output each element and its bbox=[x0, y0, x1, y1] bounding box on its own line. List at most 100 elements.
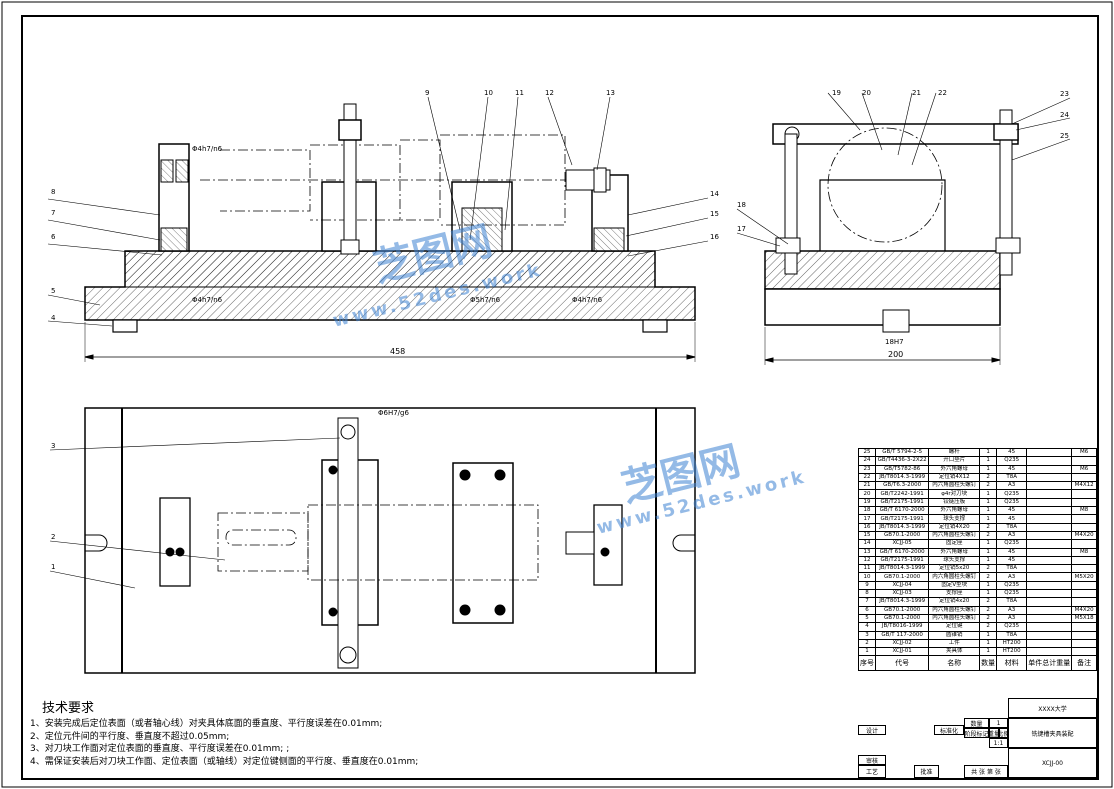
bom-cell bbox=[1026, 555, 1073, 566]
bom-cell: 1 bbox=[979, 589, 998, 599]
bom-cell: T8A bbox=[996, 522, 1028, 532]
bom-cell: 2 bbox=[979, 564, 998, 574]
bom-cell: GB70.1-2000 bbox=[874, 605, 930, 615]
bom-cell bbox=[1071, 472, 1097, 483]
bom-cell: 45 bbox=[996, 447, 1028, 458]
bom-cell: 1 bbox=[979, 489, 998, 499]
bom-cell: 球头支撑 bbox=[928, 555, 981, 566]
bom-cell: 1 bbox=[979, 580, 998, 591]
bom-cell: 螺杆 bbox=[928, 447, 981, 458]
bom-cell: Q235 bbox=[996, 622, 1028, 632]
bom-cell bbox=[1071, 589, 1097, 599]
balloon-4: 4 bbox=[51, 314, 56, 322]
bom-cell bbox=[1026, 481, 1073, 491]
bom-cell: 24 bbox=[858, 456, 876, 466]
bom-cell: A3 bbox=[996, 530, 1028, 541]
bom-cell: M5X20 bbox=[1071, 572, 1097, 582]
tech-line-1: 1、安装完成后定位表面（或者轴心线）对夹具体底面的垂直度、平行度误差在0.01m… bbox=[30, 719, 383, 729]
bom-cell: 14 bbox=[858, 539, 876, 549]
bom-cell: T8A bbox=[996, 564, 1028, 574]
bom-cell bbox=[1026, 464, 1073, 474]
tb-qty-value: 1 bbox=[989, 718, 1008, 728]
tb-weight-label: 重量 bbox=[989, 728, 999, 738]
tb-scale-value: 1:1 bbox=[989, 738, 1008, 748]
bom-cell bbox=[1071, 514, 1097, 524]
balloon-2: 2 bbox=[51, 533, 55, 541]
bom-cell bbox=[1071, 564, 1097, 574]
bom-cell: 21 bbox=[858, 481, 876, 491]
dim-side-width: 200 bbox=[888, 350, 903, 359]
fit-right: Φ4h7/n6 bbox=[572, 296, 603, 304]
tb-sheets: 共 张 第 张 bbox=[964, 765, 1008, 778]
bom-cell: 工件 bbox=[928, 638, 981, 649]
bom-cell bbox=[1071, 555, 1097, 566]
tech-title: 技术要求 bbox=[42, 701, 95, 716]
bom-cell: GB/T5782-86 bbox=[874, 464, 930, 474]
bom-cell: 定位销4X12 bbox=[928, 472, 981, 483]
balloon-7: 7 bbox=[51, 209, 55, 217]
bom-cell: GB/T 117-2000 bbox=[874, 630, 930, 640]
technical-requirements: 技术要求 1、安装完成后定位表面（或者轴心线）对夹具体底面的垂直度、平行度误差在… bbox=[30, 697, 470, 768]
tb-scale-label: 比例 bbox=[999, 728, 1008, 738]
bom-cell: GB/T2175-1991 bbox=[874, 514, 930, 524]
bom-cell: 13 bbox=[858, 547, 876, 557]
bom-cell bbox=[1026, 489, 1073, 499]
bom-cell: A3 bbox=[996, 481, 1028, 491]
bom-cell: JB/T8014.3-1999 bbox=[874, 472, 930, 483]
bom-cell: GB/T2242-1991 bbox=[874, 489, 930, 499]
bom-cell: 2 bbox=[979, 597, 998, 607]
bom-cell: XCJJ-04 bbox=[874, 580, 930, 591]
bom-cell: 外六角螺母 bbox=[928, 506, 981, 516]
tb-qty-label: 数量 bbox=[964, 718, 989, 728]
fit-left-bottom: Φ4h7/n6 bbox=[192, 296, 223, 304]
bom-cell bbox=[1026, 539, 1073, 549]
bom-cell: JB/T8014.3-1999 bbox=[874, 597, 930, 607]
balloon-5: 5 bbox=[51, 287, 55, 295]
tb-process: 工艺 bbox=[858, 765, 886, 778]
balloon-13: 13 bbox=[606, 89, 615, 97]
bom-cell bbox=[1026, 589, 1073, 599]
bom-cell: XCJJ-05 bbox=[874, 539, 930, 549]
bom-cell: 定位销4X20 bbox=[928, 522, 981, 532]
bom-cell: 4 bbox=[858, 622, 876, 632]
bom-cell: Q235 bbox=[996, 456, 1028, 466]
bom-cell bbox=[1026, 514, 1073, 524]
plan-leaders bbox=[49, 437, 341, 589]
sheet-inner-border bbox=[21, 15, 1099, 780]
bom-cell: 2 bbox=[979, 481, 998, 491]
bom-cell: XCJJ-03 bbox=[874, 589, 930, 599]
balloon-25: 25 bbox=[1060, 132, 1069, 140]
bom-cell: GB/T 5794-2-5 bbox=[874, 447, 930, 458]
bom-cell: M4X20 bbox=[1071, 605, 1097, 615]
bom-cell: 2 bbox=[858, 638, 876, 649]
bom-cell: M8 bbox=[1071, 506, 1097, 516]
bom-cell bbox=[1026, 605, 1073, 615]
bom-cell bbox=[1026, 506, 1073, 516]
bom-cell bbox=[1026, 564, 1073, 574]
bom-cell: 8 bbox=[858, 589, 876, 599]
balloon-1: 1 bbox=[51, 563, 55, 571]
bom-cell: 开口垫片 bbox=[928, 456, 981, 466]
tb-approve: 批准 bbox=[914, 765, 939, 778]
tb-std: 标准化 bbox=[934, 725, 964, 735]
bom-cell bbox=[1071, 580, 1097, 591]
bom-cell: M5X18 bbox=[1071, 613, 1097, 624]
bom-header-cell: 备注 bbox=[1071, 655, 1097, 672]
bom-header-cell: 单件总计重量 bbox=[1026, 655, 1073, 672]
tech-line-2: 2、定位元件间的平行度、垂直度不超过0.05mm; bbox=[30, 731, 230, 742]
bom-cell: GB70.1-2000 bbox=[874, 613, 930, 624]
bom-cell: 9 bbox=[858, 580, 876, 591]
bom-cell bbox=[1026, 630, 1073, 640]
balloon-21: 21 bbox=[912, 89, 921, 97]
tb-drawing-name: 铣键槽夹具装配 bbox=[1008, 718, 1097, 748]
bom-cell bbox=[1026, 580, 1073, 591]
